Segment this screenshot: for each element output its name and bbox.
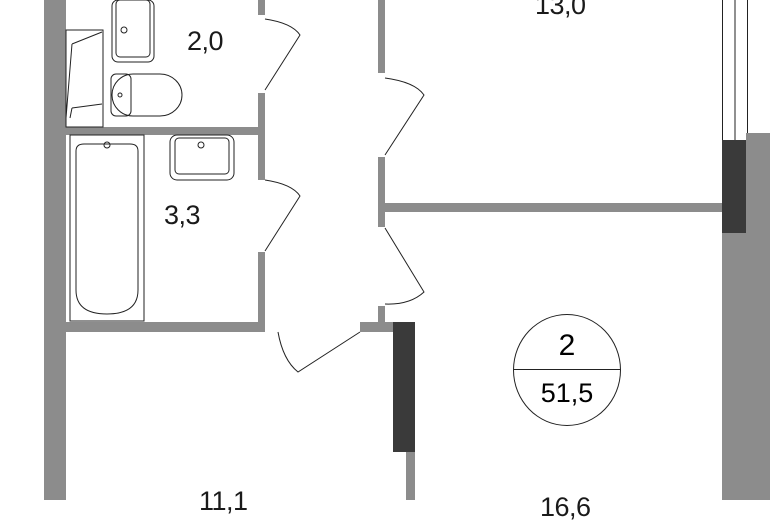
- partition-wet-2: [258, 93, 265, 180]
- bath-sink: [169, 134, 235, 181]
- partition-wet-3: [258, 252, 265, 332]
- partition-hall-3: [378, 306, 385, 332]
- outer-wall-right-top: [746, 133, 770, 233]
- toilet-sink: [111, 0, 155, 63]
- partition-bedroom: [385, 203, 722, 212]
- room-count: 2: [558, 329, 576, 362]
- room-area-toilet: 2,0: [187, 26, 224, 56]
- total-area: 51,5: [540, 378, 594, 408]
- partition-toilet-bath: [66, 127, 265, 135]
- room-area-bedroom: 13,0: [535, 0, 586, 20]
- partition-hall-2: [378, 157, 385, 227]
- window-right: [722, 0, 748, 140]
- partition-center-bottom: [406, 452, 415, 500]
- room-area-bottom-left: 11,1: [199, 486, 248, 516]
- vent-shaft: [65, 29, 104, 128]
- column-center: [393, 322, 415, 452]
- apartment-summary-badge: 2 51,5: [513, 314, 621, 426]
- toilet-bowl: [110, 73, 183, 117]
- room-area-bottom-right: 16,6: [540, 492, 591, 522]
- bathtub: [69, 134, 145, 322]
- column-right: [722, 140, 746, 233]
- plan-lines: [65, 0, 748, 373]
- partition-bath-bottom: [66, 322, 265, 332]
- outer-wall-left: [44, 0, 66, 500]
- room-area-bathroom: 3,3: [164, 200, 201, 230]
- outer-wall-right: [722, 233, 770, 500]
- door-swings: [264, 18, 425, 373]
- partition-bottom-right: [360, 322, 393, 332]
- partition-wet-1: [258, 0, 265, 15]
- badge-divider: [514, 369, 620, 371]
- partition-hall-1: [378, 0, 385, 73]
